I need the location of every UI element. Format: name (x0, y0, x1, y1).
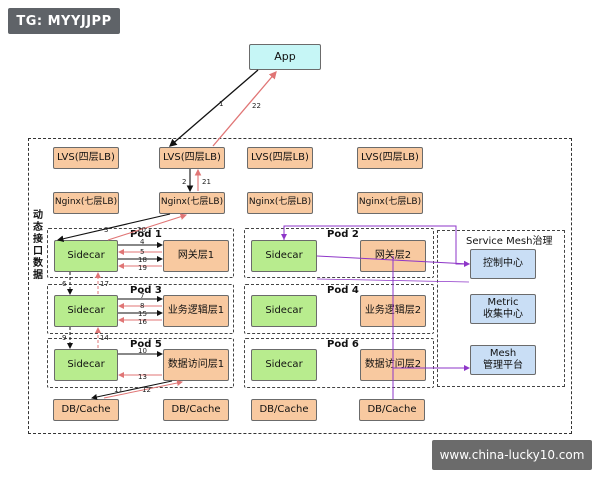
nginx-node-1: Nginx(七层LB) (53, 192, 119, 214)
num-3: 3 (104, 226, 108, 234)
db-cache-1: DB/Cache (53, 399, 119, 421)
num-10: 10 (138, 347, 147, 355)
cluster-frame (28, 138, 572, 434)
control-center: 控制中心 (470, 249, 536, 279)
nginx-node-3: Nginx(七层LB) (247, 192, 313, 214)
num-20: 20 (137, 226, 146, 234)
pod-4-frame (244, 284, 434, 334)
mesh-platform: Mesh 管理平台 (470, 345, 536, 375)
num-13: 13 (138, 373, 147, 381)
sidecar-pod-1: Sidecar (54, 240, 118, 272)
data-layer-1: 数据访问层1 (163, 349, 229, 381)
arrow-11 (91, 380, 173, 400)
num-11: 11 (114, 386, 123, 394)
num-16: 16 (138, 318, 147, 326)
num-6: 6 (62, 280, 67, 288)
arrow-12 (103, 380, 183, 399)
num-9: 9 (62, 334, 66, 342)
num-19: 19 (138, 264, 147, 272)
sidecar-pod-2: Sidecar (251, 240, 317, 272)
watermark-footer: www.china-lucky10.com (432, 440, 592, 470)
pod-3-title: Pod 3 (130, 285, 162, 296)
num-12: 12 (142, 386, 151, 394)
arrow-22 (212, 71, 277, 147)
pod-5-title: Pod 5 (130, 339, 162, 350)
pod-1-frame (47, 228, 234, 278)
arrow-20 (107, 213, 188, 241)
db-cache-2: DB/Cache (163, 399, 229, 421)
num-2: 2 (182, 178, 186, 186)
sidecar-pod-4: Sidecar (251, 295, 317, 327)
metric-center: Metric 收集中心 (470, 294, 536, 324)
step-number-labels: 1 22 2 21 3 20 4 5 18 19 6 17 7 8 15 16 … (62, 100, 261, 394)
num-15: 15 (138, 310, 147, 318)
lvs-node-2: LVS(四层LB) (159, 147, 225, 169)
sidecar-pod-6: Sidecar (251, 349, 317, 381)
app-node: App (249, 44, 321, 70)
pod-3-frame (47, 284, 234, 334)
lvs-node-1: LVS(四层LB) (53, 147, 119, 169)
num-14: 14 (100, 334, 109, 342)
pod-2-frame (244, 228, 434, 278)
gateway-layer-1: 网关层1 (163, 240, 229, 272)
pod-2-title: Pod 2 (327, 229, 359, 240)
num-5: 5 (140, 248, 144, 256)
pod-4-title: Pod 4 (327, 285, 359, 296)
sidecar-pod-5: Sidecar (54, 349, 118, 381)
num-1: 1 (219, 100, 223, 108)
num-8: 8 (140, 302, 144, 310)
arrow-1 (169, 69, 259, 147)
lvs-node-4: LVS(四层LB) (357, 147, 423, 169)
pod-6-title: Pod 6 (327, 339, 359, 350)
num-7: 7 (140, 292, 144, 300)
service-mesh-frame (437, 230, 565, 387)
num-18: 18 (138, 256, 147, 264)
logic-layer-1: 业务逻辑层1 (163, 295, 229, 327)
pod-6-frame (244, 338, 434, 388)
vertical-label: 动态接口数据 (33, 210, 43, 281)
arrow-3 (56, 213, 171, 242)
db-cache-3: DB/Cache (251, 399, 317, 421)
sidecar-pod-3: Sidecar (54, 295, 118, 327)
num-17: 17 (100, 280, 109, 288)
num-21: 21 (202, 178, 211, 186)
lvs-node-3: LVS(四层LB) (247, 147, 313, 169)
num-4: 4 (140, 238, 145, 246)
metric-link (316, 278, 470, 283)
nginx-node-4: Nginx(七层LB) (357, 192, 423, 214)
pod-1-title: Pod 1 (130, 229, 162, 240)
watermark-badge: TG: MYYJJPP (8, 8, 120, 34)
num-22: 22 (252, 102, 261, 110)
control-link-top (283, 225, 470, 267)
nginx-node-2: Nginx(七层LB) (159, 192, 225, 214)
service-mesh-title: Service Mesh治理 (466, 236, 553, 247)
db-cache-4: DB/Cache (359, 399, 425, 421)
